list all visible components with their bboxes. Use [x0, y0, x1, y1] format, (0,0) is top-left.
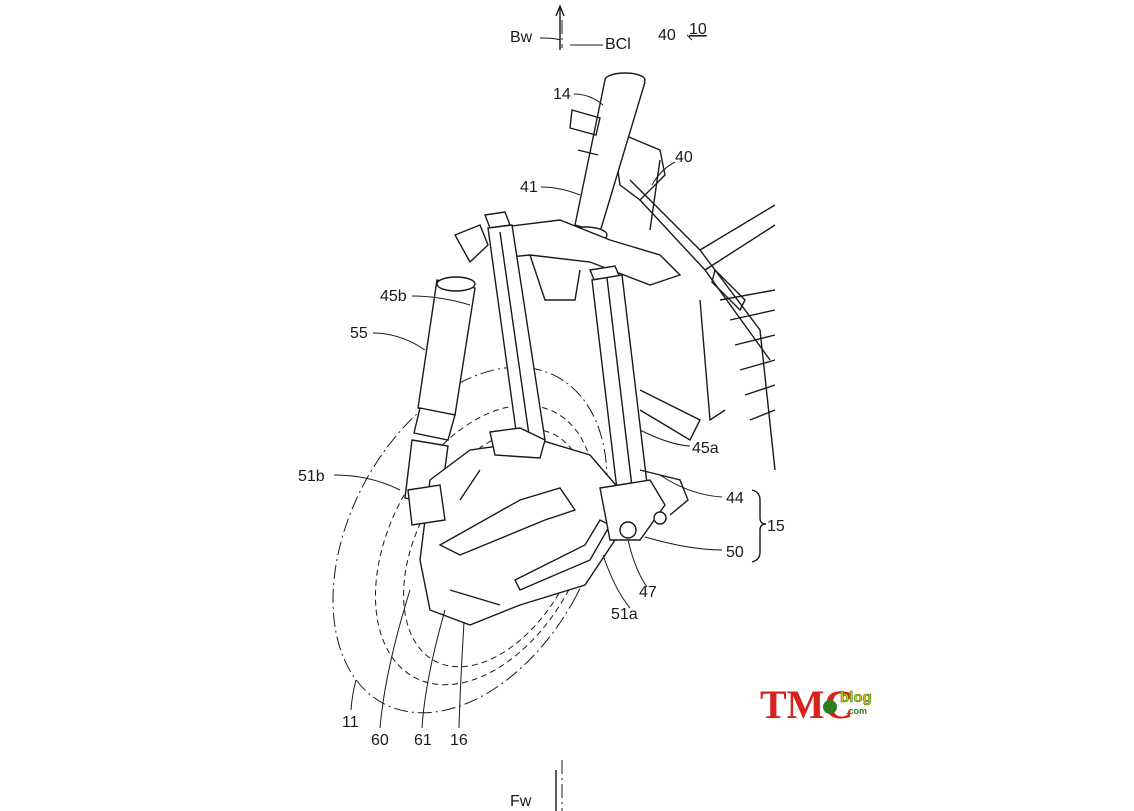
- upper-bridge: [484, 211, 682, 301]
- right-fork-arm: [591, 274, 649, 499]
- head-pipe: [562, 72, 646, 244]
- hub-motor-housing: [419, 439, 621, 626]
- reference-labels: Bw BCl 40 10 14 40 41 45b 55 45a 51b 44 …: [298, 21, 785, 810]
- label-bw: Bw: [510, 29, 533, 46]
- label-45a: 45a: [692, 440, 719, 457]
- leader-lines: [333, 34, 723, 729]
- label-50: 50: [726, 544, 744, 561]
- label-40-top: 40: [658, 27, 676, 44]
- label-14: 14: [553, 86, 571, 103]
- label-bcl: BCl: [605, 36, 631, 53]
- vehicle-centerline: [555, 4, 565, 811]
- label-45b: 45b: [380, 288, 407, 305]
- label-47: 47: [639, 584, 657, 601]
- pivot-bracket: [407, 427, 689, 541]
- shock-absorber: [404, 224, 489, 506]
- label-55: 55: [350, 325, 368, 342]
- tmc-blog-logo: TMC blog .com: [760, 682, 872, 727]
- label-15: 15: [767, 518, 785, 535]
- logo-com-text: .com: [846, 706, 867, 716]
- logo-blog-text: blog: [840, 689, 872, 706]
- label-16: 16: [450, 732, 468, 749]
- logo-wheel-icon: [823, 700, 837, 714]
- label-fw: Fw: [510, 793, 532, 810]
- left-fork-arm: [487, 224, 546, 446]
- label-44: 44: [726, 490, 744, 507]
- label-51a: 51a: [611, 606, 638, 623]
- bracket-15: [751, 489, 767, 563]
- label-51b: 51b: [298, 468, 325, 485]
- label-41: 41: [520, 179, 538, 196]
- label-61: 61: [414, 732, 432, 749]
- logo-tmc-text: TMC: [760, 682, 853, 727]
- label-60: 60: [371, 732, 389, 749]
- label-10: 10: [689, 21, 707, 38]
- label-40-right: 40: [675, 149, 693, 166]
- label-11: 11: [342, 714, 359, 731]
